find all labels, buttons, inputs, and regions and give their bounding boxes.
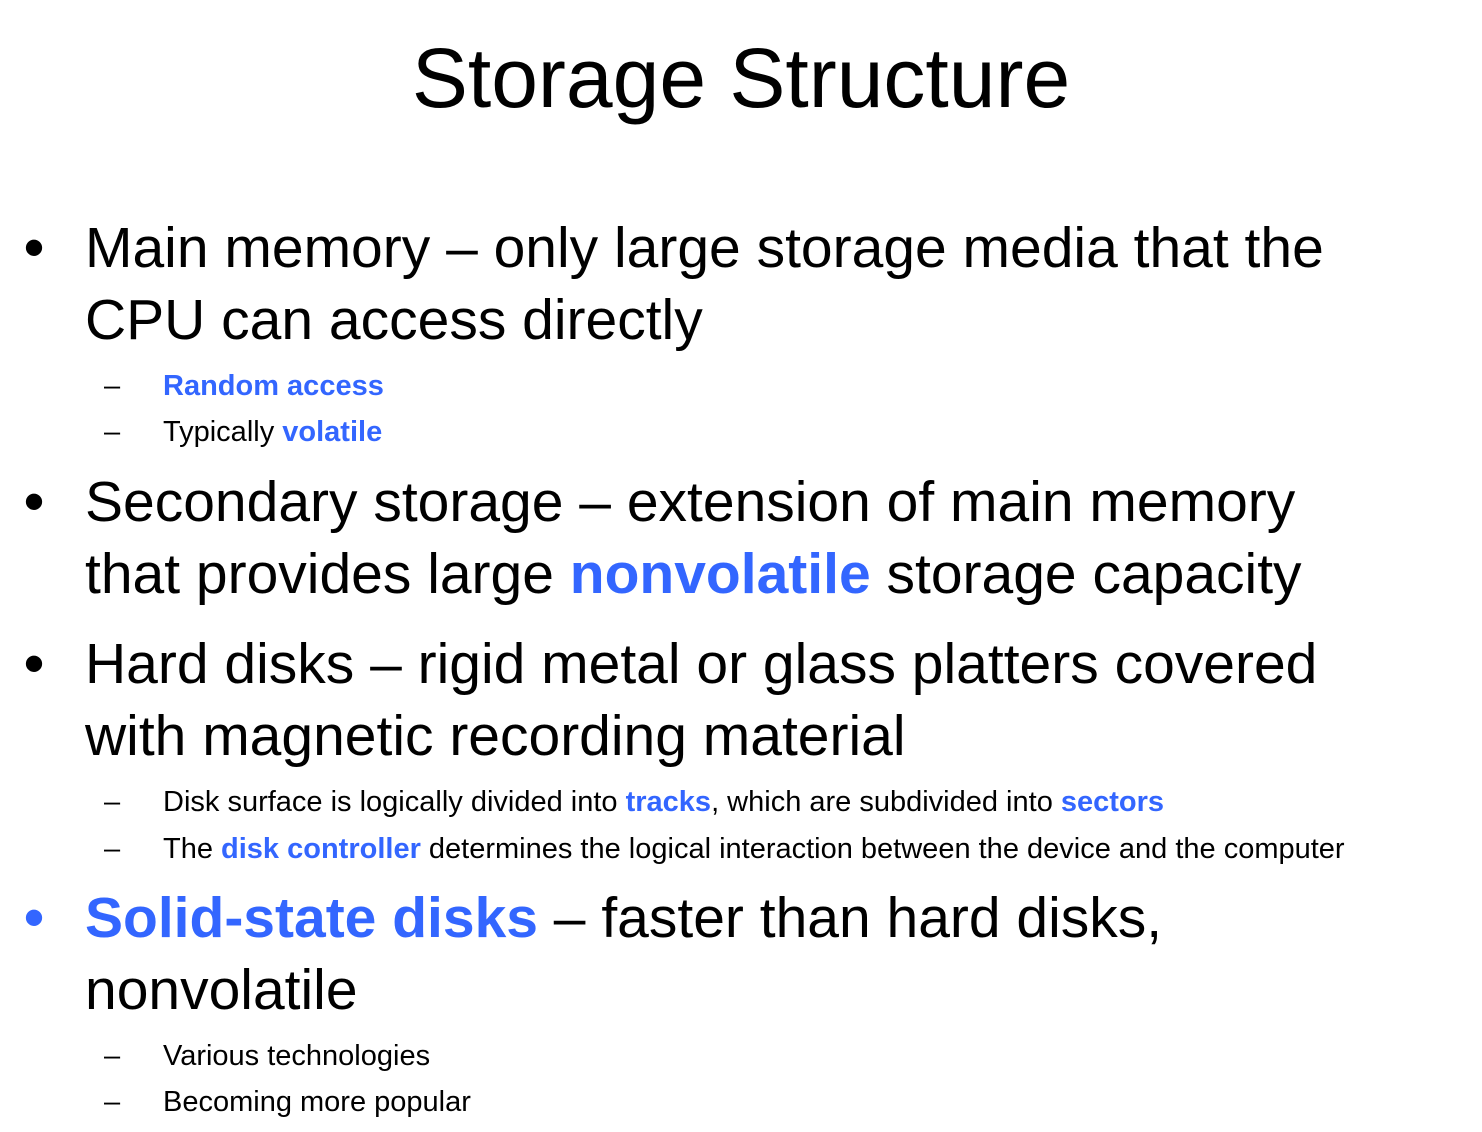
highlight-term: Solid-state disks — [85, 886, 538, 950]
line-part: – faster than hard disks, — [537, 886, 1163, 950]
sub-text: The disk controller determines the logic… — [163, 829, 1345, 869]
sub-text-prefix: Typically — [163, 416, 283, 448]
line-part: that provides large — [85, 542, 570, 606]
dash-icon: – — [104, 416, 121, 448]
dash-icon: – — [104, 786, 121, 818]
bullet-text: Hard disks – rigid metal or glass platte… — [85, 628, 1475, 772]
bullet-text: Main memory – only large storage media t… — [85, 212, 1475, 356]
highlight-term: Random access — [163, 370, 384, 402]
bullet-line-1: Secondary storage – extension of main me… — [85, 470, 1296, 534]
sub-text-prefix: The — [163, 833, 222, 865]
bullet-text: Solid-state disks – faster than hard dis… — [85, 882, 1475, 1026]
line-part: storage capacity — [870, 542, 1302, 606]
dash-icon: – — [104, 370, 121, 402]
sub-text-prefix: Disk surface is logically divided into — [163, 786, 626, 818]
dash-icon: – — [104, 833, 121, 865]
sub-text: Random access — [163, 366, 384, 406]
bullet-line-2: CPU can access directly — [85, 288, 703, 352]
bullet-line-1: Main memory – only large storage media t… — [85, 216, 1324, 280]
bullet-line-1: Hard disks – rigid metal or glass platte… — [85, 632, 1318, 696]
slide-title: Storage Structure — [411, 31, 1071, 125]
dash-icon: – — [104, 1086, 121, 1118]
bullet-dot-icon: • — [23, 630, 45, 697]
highlight-term: nonvolatile — [569, 542, 871, 606]
bullet-text: Secondary storage – extension of main me… — [85, 466, 1475, 610]
sub-text: Becoming more popular — [163, 1086, 471, 1118]
sub-text-suffix: determines the logical interaction betwe… — [420, 833, 1345, 865]
highlight-term: volatile — [282, 416, 383, 448]
bullet-dot-icon: • — [23, 884, 45, 951]
dash-icon: – — [104, 1040, 121, 1072]
sub-text: Typically volatile — [163, 412, 382, 452]
sub-text-middle: , which are subdivided into — [711, 786, 1061, 818]
bullet-line-1: Solid-state disks – faster than hard dis… — [85, 882, 1475, 954]
bullet-line-2: that provides large nonvolatile storage … — [85, 538, 1475, 610]
highlight-term: sectors — [1060, 786, 1165, 818]
highlight-term: disk controller — [221, 833, 421, 865]
sub-text: Various technologies — [163, 1040, 431, 1072]
bullet-dot-icon: • — [23, 468, 45, 535]
highlight-term: tracks — [625, 786, 712, 818]
bullet-dot-icon: • — [23, 214, 45, 281]
bullet-line-2: nonvolatile — [85, 958, 358, 1022]
sub-text: Disk surface is logically divided into t… — [163, 782, 1164, 822]
bullet-line-2: with magnetic recording material — [85, 704, 906, 768]
